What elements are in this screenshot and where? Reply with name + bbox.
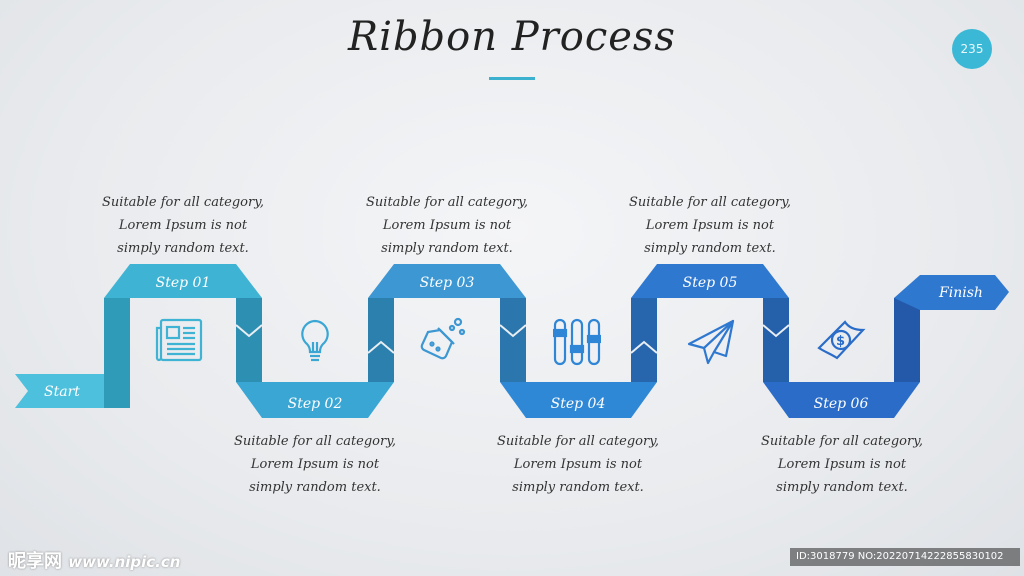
- desc-line: simply random text.: [117, 241, 249, 256]
- watermark-id: ID:3018779 NO:20220714222855830102: [790, 548, 1020, 566]
- step-05-label: Step 05: [683, 275, 738, 291]
- notch-4: [630, 340, 658, 354]
- step-06-description: Suitable for all category, Lorem Ipsum i…: [742, 430, 942, 499]
- lightbulb-icon: [301, 319, 329, 362]
- start-flag: [15, 374, 106, 408]
- ribbon-fold-3: [368, 298, 394, 382]
- step-03-band: [368, 264, 526, 298]
- step-04-band: [500, 382, 657, 418]
- desc-line: simply random text.: [644, 241, 776, 256]
- ribbon-fold-2: [236, 298, 262, 382]
- step-02-description: Suitable for all category, Lorem Ipsum i…: [215, 430, 415, 499]
- paper-plane-icon: [687, 319, 735, 365]
- desc-line: Lorem Ipsum is not: [777, 457, 907, 472]
- finish-label: Finish: [938, 285, 983, 301]
- step-05-description: Suitable for all category, Lorem Ipsum i…: [610, 191, 810, 260]
- notch-1: [235, 324, 263, 338]
- step-01-band: [104, 264, 262, 298]
- step-06-band: [763, 382, 920, 418]
- desc-line: Suitable for all category,: [102, 195, 264, 210]
- desc-line: Lorem Ipsum is not: [513, 457, 643, 472]
- desc-line: simply random text.: [381, 241, 513, 256]
- step-06-label: Step 06: [814, 396, 869, 412]
- desc-line: Suitable for all category,: [366, 195, 528, 210]
- desc-line: Suitable for all category,: [497, 434, 659, 449]
- desc-line: Lorem Ipsum is not: [118, 218, 248, 233]
- ribbon-fold-5: [631, 298, 657, 382]
- ribbon-fold-7: [894, 298, 920, 382]
- watermark-site: 昵享网 www.nipic.cn: [8, 547, 180, 573]
- step-01-label: Step 01: [156, 275, 211, 291]
- desc-line: simply random text.: [776, 480, 908, 495]
- notch-2: [367, 340, 395, 354]
- desc-line: simply random text.: [512, 480, 644, 495]
- page-number-badge: 235: [952, 29, 992, 69]
- watermark-site-name: 昵享网: [8, 551, 62, 572]
- notch-5: [762, 324, 790, 338]
- step-05-band: [631, 264, 789, 298]
- ribbon-fold-4: [500, 298, 526, 382]
- ribbon-fold-6: [763, 298, 789, 382]
- step-04-label: Step 04: [551, 396, 606, 412]
- newspaper-icon: [155, 318, 203, 362]
- step-02-band: [236, 382, 394, 418]
- ribbon-fold-1: [104, 298, 130, 408]
- svg-text:$: $: [836, 334, 845, 349]
- page-title: Ribbon Process: [348, 14, 676, 60]
- desc-line: Lorem Ipsum is not: [645, 218, 775, 233]
- flask-icon: [420, 317, 466, 360]
- money-icon: $: [817, 320, 866, 360]
- step-02-label: Step 02: [288, 396, 343, 412]
- step-04-description: Suitable for all category, Lorem Ipsum i…: [478, 430, 678, 499]
- desc-line: Suitable for all category,: [234, 434, 396, 449]
- desc-line: Lorem Ipsum is not: [382, 218, 512, 233]
- finish-flag: [894, 275, 1009, 310]
- step-01-description: Suitable for all category, Lorem Ipsum i…: [83, 191, 283, 260]
- desc-line: Lorem Ipsum is not: [250, 457, 380, 472]
- title-underline: [489, 77, 535, 80]
- notch-3: [499, 324, 527, 338]
- watermark-url: www.nipic.cn: [68, 553, 181, 571]
- sliders-icon: [553, 318, 601, 366]
- desc-line: simply random text.: [249, 480, 381, 495]
- desc-line: Suitable for all category,: [761, 434, 923, 449]
- step-03-description: Suitable for all category, Lorem Ipsum i…: [347, 191, 547, 260]
- step-03-label: Step 03: [420, 275, 475, 291]
- desc-line: Suitable for all category,: [629, 195, 791, 210]
- start-label: Start: [44, 384, 80, 400]
